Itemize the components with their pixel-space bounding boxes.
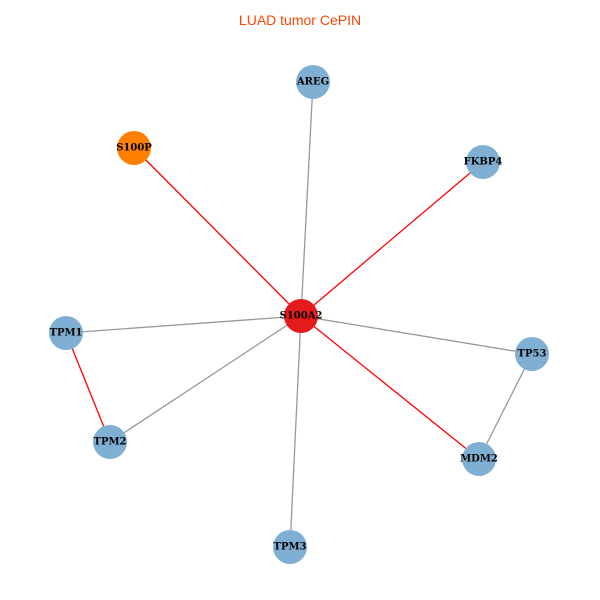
edge-s100a2-fkbp4 [300, 161, 484, 317]
edge-tp53-mdm2 [478, 353, 533, 460]
node-circle [284, 299, 318, 333]
node-areg[interactable]: AREG [296, 65, 330, 99]
node-label: S100A2 [280, 311, 323, 322]
node-label: AREG [296, 77, 329, 88]
node-label: TP53 [518, 349, 547, 360]
edge-s100a2-tpm3 [289, 315, 302, 548]
node-circle [93, 425, 127, 459]
node-fkbp4[interactable]: FKBP4 [464, 145, 503, 179]
edge-s100a2-tpm1 [65, 315, 302, 334]
node-label: TPM3 [274, 542, 307, 553]
node-label: S100P [116, 143, 152, 154]
node-mdm2[interactable]: MDM2 [460, 442, 498, 476]
edge-s100a2-mdm2 [300, 315, 480, 460]
edge-s100a2-areg [300, 81, 314, 317]
node-tp53[interactable]: TP53 [515, 337, 549, 371]
node-circle [466, 145, 500, 179]
edge-s100a2-tp53 [300, 315, 533, 355]
node-tpm1[interactable]: TPM1 [49, 316, 83, 350]
node-circle [462, 442, 496, 476]
node-circle [273, 530, 307, 564]
node-s100p[interactable]: S100P [116, 131, 152, 165]
node-circle [515, 337, 549, 371]
edge-s100a2-tpm2 [109, 315, 302, 443]
node-label: TPM1 [50, 328, 83, 339]
node-tpm3[interactable]: TPM3 [273, 530, 307, 564]
node-label: MDM2 [460, 454, 498, 465]
edge-tpm1-tpm2 [65, 332, 111, 443]
node-tpm2[interactable]: TPM2 [93, 425, 127, 459]
figure-title: LUAD tumor CePIN [238, 12, 362, 28]
edge-s100a2-s100p [133, 147, 302, 317]
node-circle [296, 65, 330, 99]
node-label: FKBP4 [464, 157, 503, 168]
node-circle [49, 316, 83, 350]
node-circle [117, 131, 151, 165]
node-s100a2[interactable]: S100A2 [280, 299, 323, 333]
node-label: TPM2 [94, 437, 127, 448]
